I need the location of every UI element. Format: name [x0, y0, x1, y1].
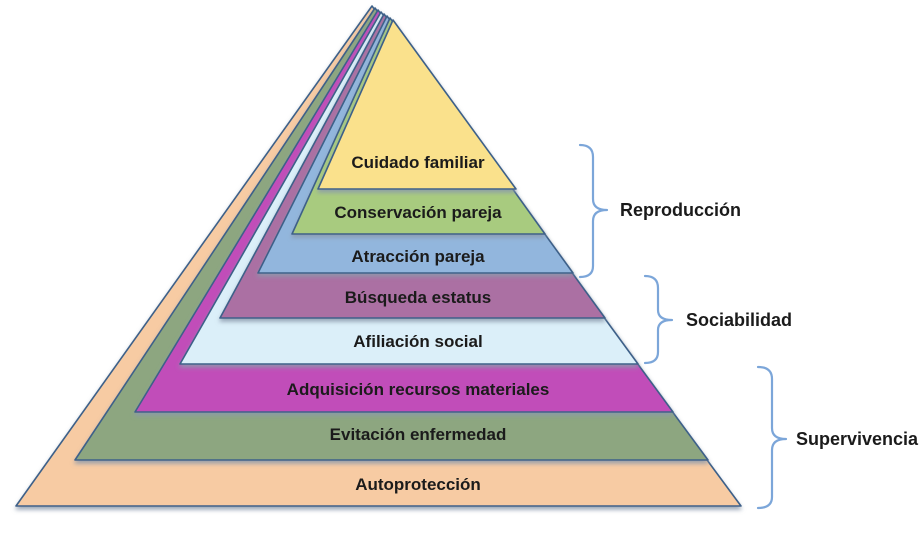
level-cuidado-familiar-label: Cuidado familiar	[351, 153, 485, 172]
brace-supervivencia	[756, 365, 788, 510]
level-conservacion-pareja-label: Conservación pareja	[334, 203, 502, 222]
group-label-sociabilidad: Sociabilidad	[686, 310, 792, 330]
brace-reproduccion	[578, 143, 609, 279]
group-label-reproduccion: Reproducción	[620, 200, 741, 220]
level-adquisicion-recursos-label: Adquisición recursos materiales	[287, 380, 550, 399]
level-busqueda-estatus-label: Búsqueda estatus	[345, 288, 491, 307]
level-cuidado-familiar-shape	[317, 19, 517, 190]
level-autoproteccion-label: Autoprotección	[355, 475, 481, 494]
level-afiliacion-social-label: Afiliación social	[353, 332, 482, 351]
brace-sociabilidad	[643, 274, 674, 365]
group-label-supervivencia: Supervivencia	[796, 429, 919, 449]
level-evitacion-enfermedad-label: Evitación enfermedad	[330, 425, 507, 444]
level-atraccion-pareja-label: Atracción pareja	[351, 247, 485, 266]
